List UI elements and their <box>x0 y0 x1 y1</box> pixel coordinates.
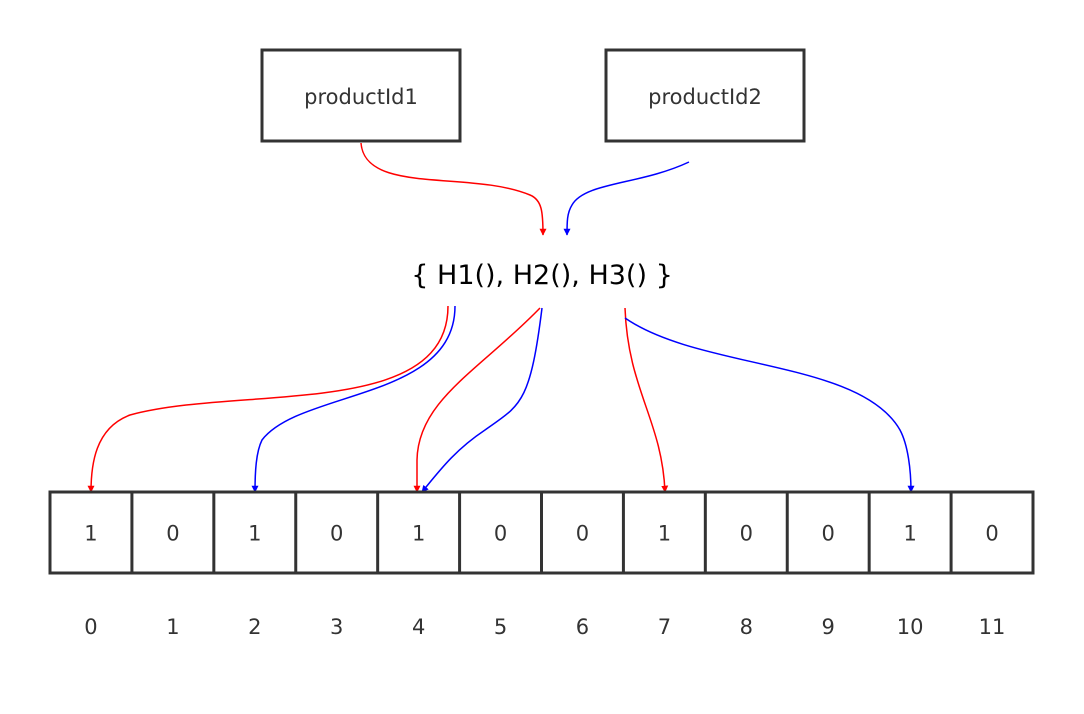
bit-cell-value: 1 <box>84 522 97 546</box>
input-box-productid2: productId2 <box>604 48 806 143</box>
bit-index-label: 2 <box>248 615 261 639</box>
input-box-productid1: productId1 <box>260 48 462 143</box>
bit-index-label: 5 <box>494 615 507 639</box>
arrow-h2-productid2-to-bit-4 <box>421 307 543 493</box>
bit-cell-value: 0 <box>985 522 998 546</box>
arrow-h1-productid1-to-bit-0 <box>87 305 449 493</box>
input-label-productid1: productId1 <box>304 85 418 109</box>
bit-index-label: 10 <box>897 615 924 639</box>
bit-cell-value: 0 <box>822 522 835 546</box>
bit-index-label: 7 <box>658 615 671 639</box>
bit-cell-value: 1 <box>903 522 916 546</box>
arrow-h3-productid1-to-bit-7 <box>624 307 669 493</box>
bit-array-cells: 1 0 1 0 1 0 0 1 0 0 1 0 <box>84 492 999 573</box>
bit-index-label: 9 <box>822 615 835 639</box>
arrow-h2-productid1-to-bit-4 <box>413 307 541 493</box>
arrow-h3-productid2-to-bit-10 <box>624 317 915 493</box>
hash-functions-label: { H1(), H2(), H3() } <box>411 260 673 291</box>
bit-cell-value: 0 <box>330 522 343 546</box>
bit-cell-value: 0 <box>576 522 589 546</box>
input-label-productid2: productId2 <box>648 85 762 109</box>
bit-cell-value: 1 <box>412 522 425 546</box>
bit-cell-value: 0 <box>494 522 507 546</box>
bit-array: 1 0 1 0 1 0 0 1 0 0 1 0 <box>48 490 1035 575</box>
bit-cell-value: 1 <box>658 522 671 546</box>
bit-index-label: 4 <box>412 615 425 639</box>
arrow-h1-productid2-to-bit-2 <box>251 305 456 493</box>
bit-cell-value: 1 <box>248 522 261 546</box>
bit-index-label: 11 <box>979 615 1006 639</box>
bit-array-indices: 0 1 2 3 4 5 6 7 8 9 10 11 <box>84 615 1005 639</box>
bit-cell-value: 0 <box>740 522 753 546</box>
bit-index-label: 1 <box>166 615 179 639</box>
bit-index-label: 8 <box>740 615 753 639</box>
bit-index-label: 0 <box>84 615 97 639</box>
arrow-productid1-to-hashes <box>360 142 547 236</box>
arrow-productid2-to-hashes <box>563 161 690 236</box>
bit-index-label: 6 <box>576 615 589 639</box>
bit-cell-value: 0 <box>166 522 179 546</box>
bit-index-label: 3 <box>330 615 343 639</box>
